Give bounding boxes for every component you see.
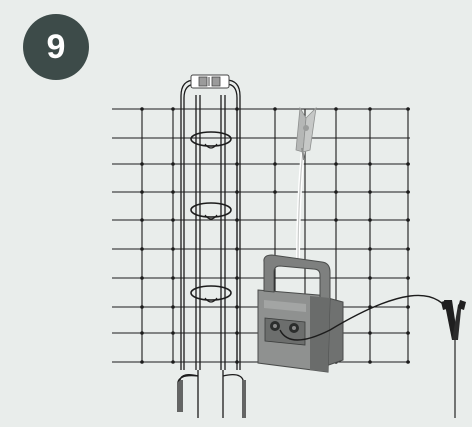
- fence-clip-icon: [295, 106, 317, 161]
- post-with-spike-icon: [177, 79, 246, 418]
- step-badge: 9: [23, 14, 89, 80]
- energizer-icon: [257, 254, 344, 373]
- ground-clip-icon: [441, 300, 466, 340]
- connector-buckle-icon: [190, 74, 230, 89]
- ground-lead-wire: [279, 294, 453, 341]
- step-number: 9: [46, 28, 66, 66]
- ring-clip-icon: [190, 131, 232, 303]
